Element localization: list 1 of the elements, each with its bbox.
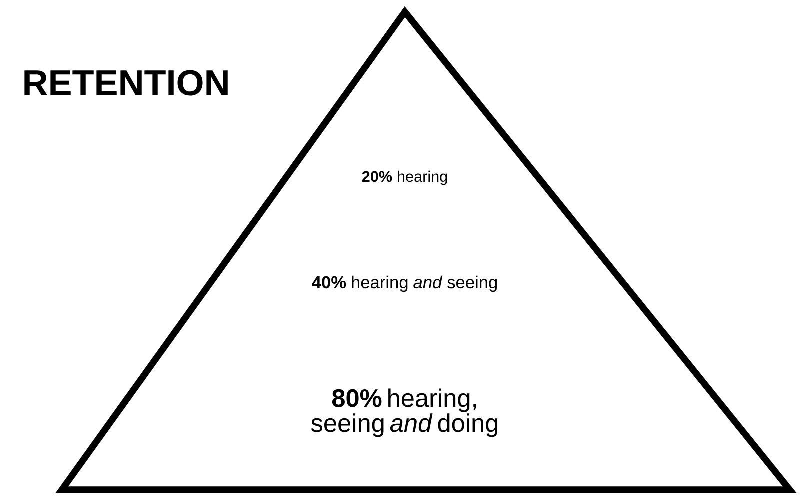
title: RETENTION xyxy=(24,70,228,96)
